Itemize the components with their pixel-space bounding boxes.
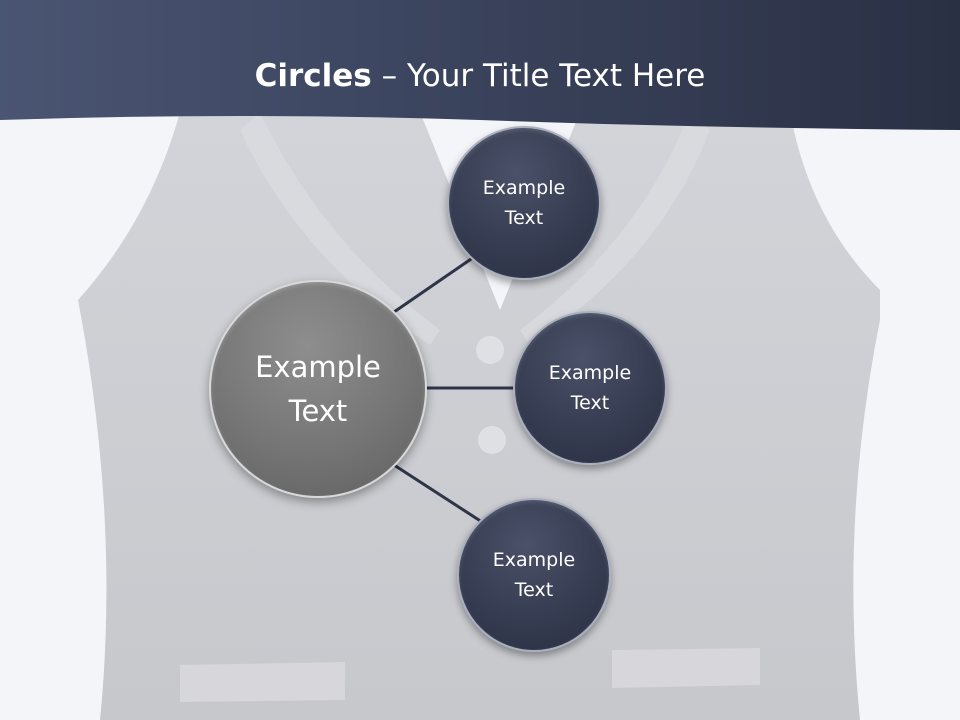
vest-button	[476, 336, 504, 364]
center-circle[interactable]: Example Text	[209, 280, 427, 498]
vest-button	[478, 426, 506, 454]
connector-line	[393, 255, 475, 314]
circle-node-bottom[interactable]: Example Text	[457, 498, 611, 652]
vest-lapel-left	[240, 112, 440, 345]
vest-silhouette	[78, 112, 880, 720]
page-title: Circles – Your Title Text Here	[0, 56, 960, 96]
center-circle-label: Example Text	[255, 350, 381, 428]
vest-pocket-left	[180, 662, 345, 702]
circle-node-label: Example Text	[492, 549, 576, 601]
circle-node-label: Example Text	[548, 362, 632, 414]
title-rest: – Your Title Text Here	[371, 58, 706, 94]
circle-node-middle[interactable]: Example Text	[513, 311, 667, 465]
vest-pocket-right	[612, 648, 760, 688]
title-bold: Circles	[254, 58, 372, 94]
circle-node-label: Example Text	[482, 177, 566, 229]
header-band	[0, 0, 960, 130]
circle-node-top[interactable]: Example Text	[447, 126, 601, 280]
vest-lapel-right	[520, 112, 710, 345]
connector-line	[393, 463, 483, 524]
